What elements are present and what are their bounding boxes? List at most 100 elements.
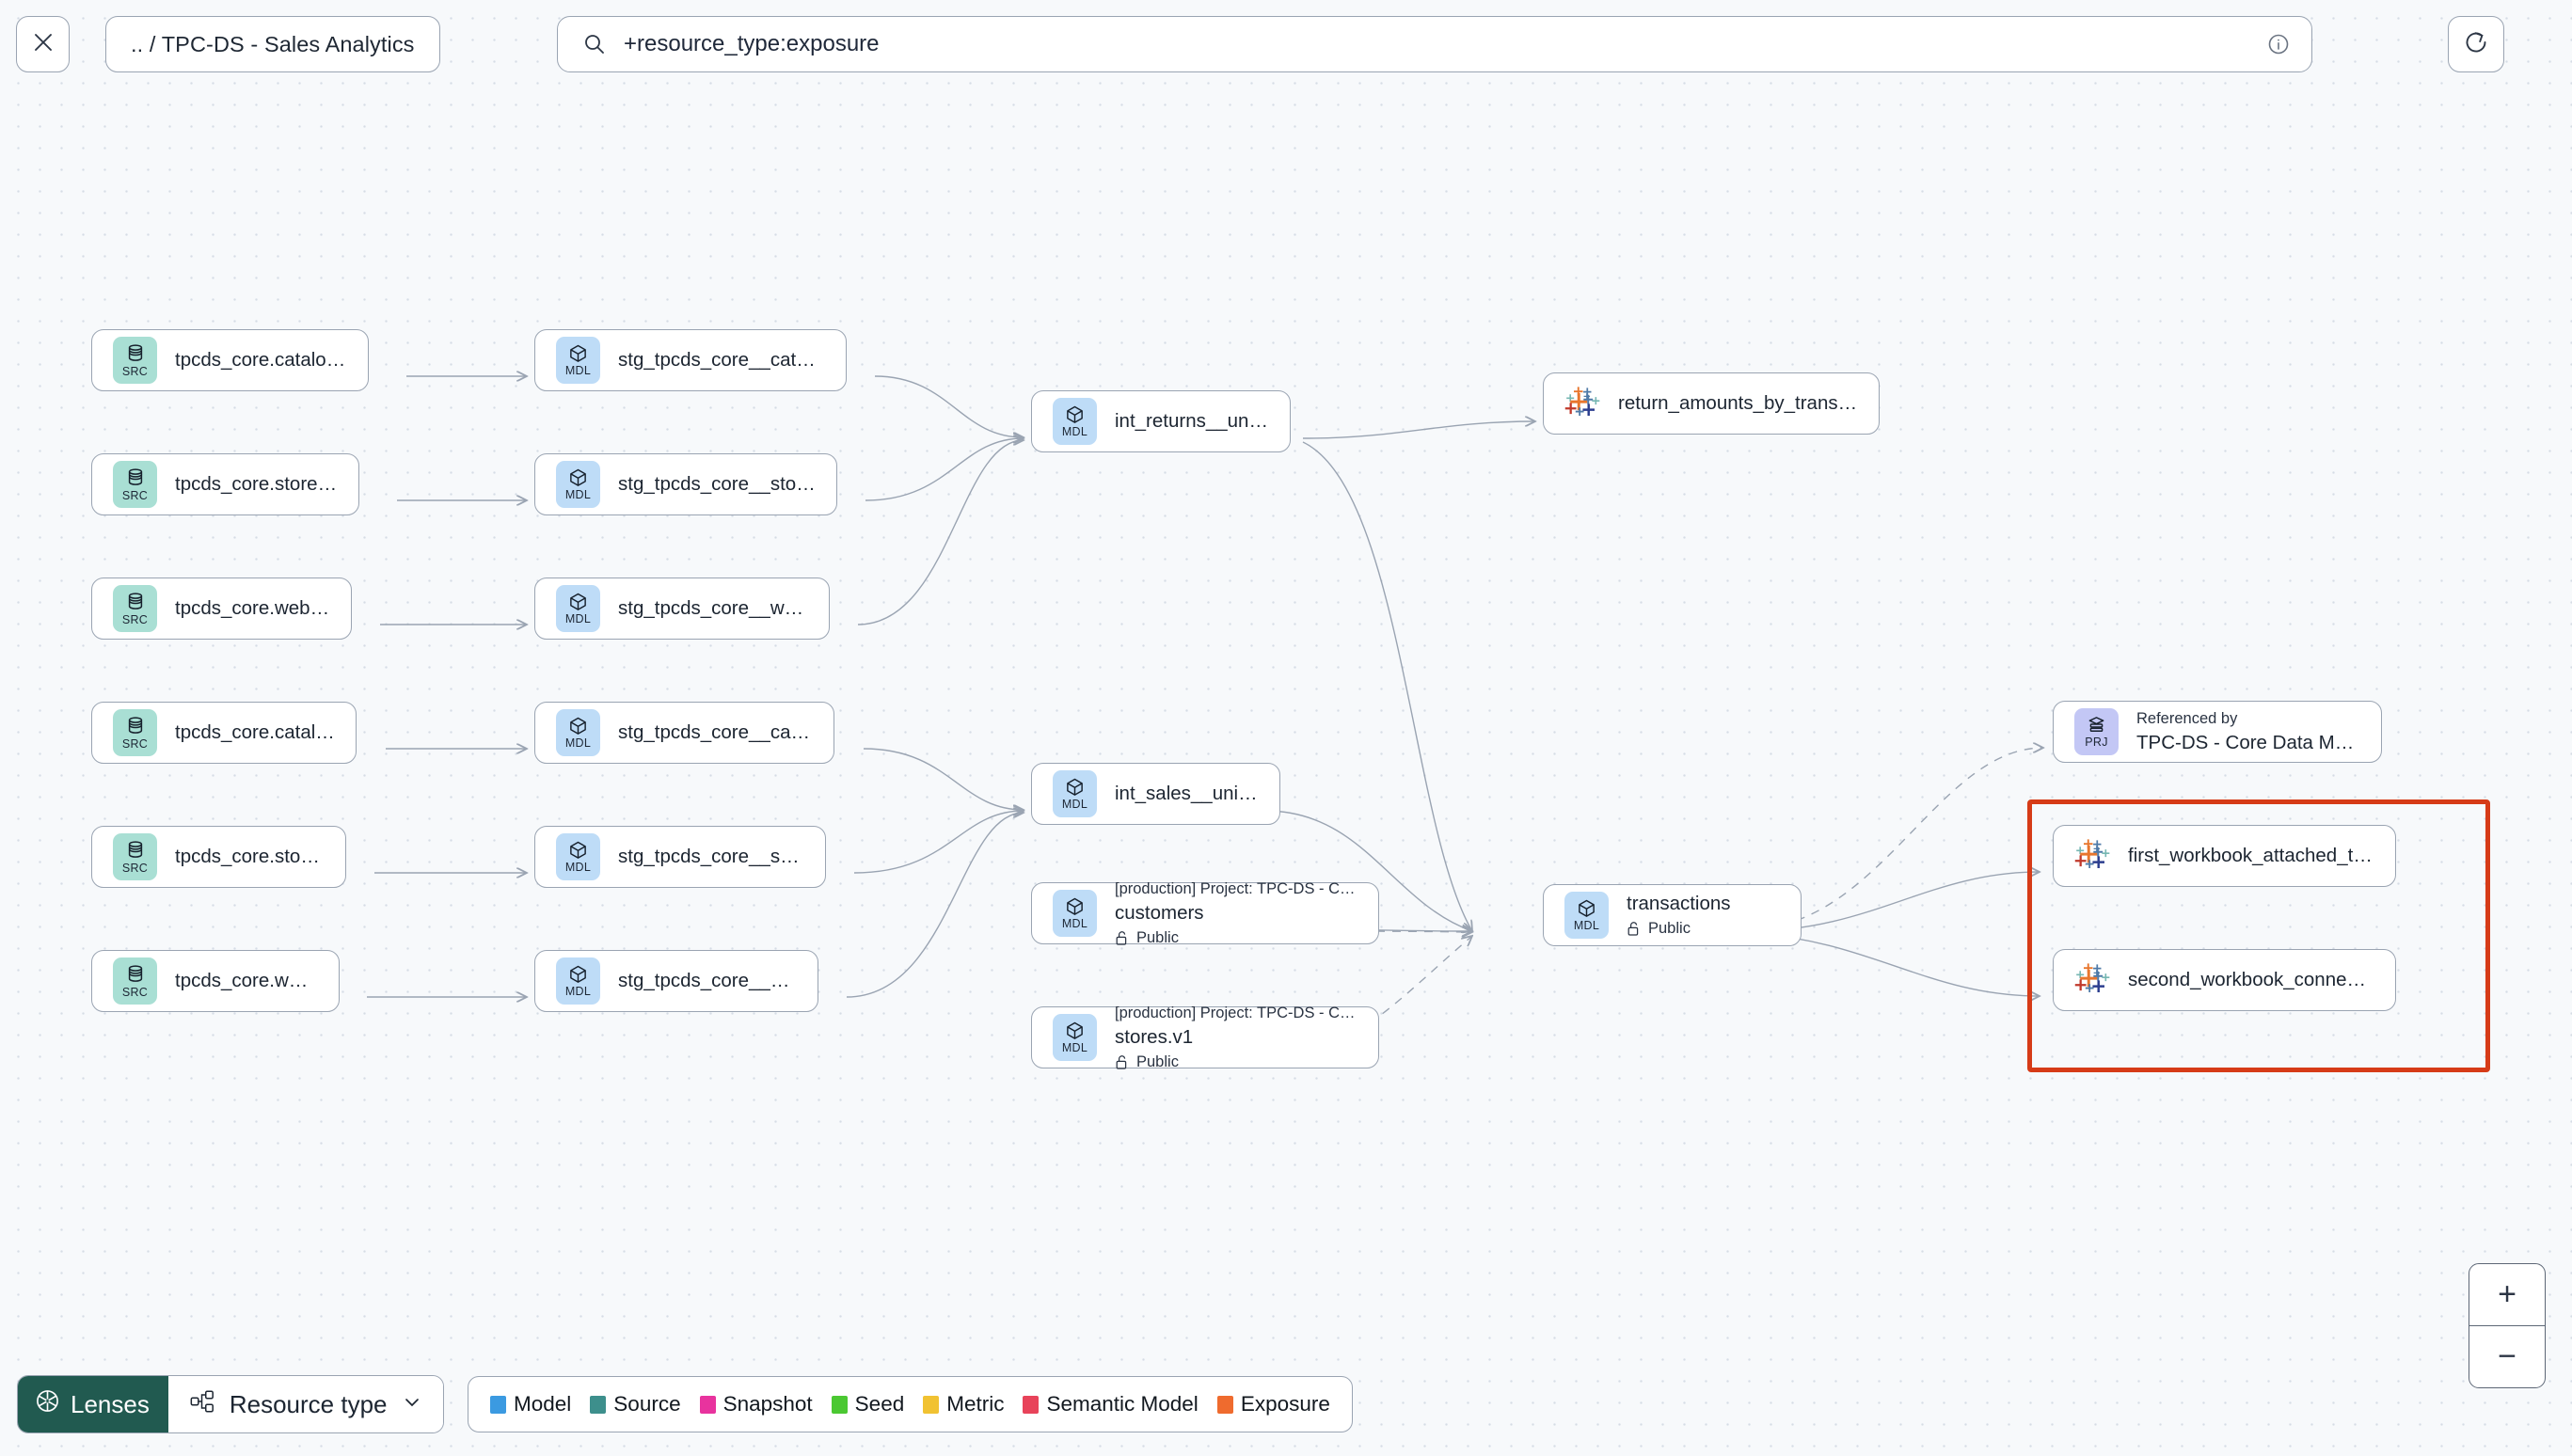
- close-icon: [31, 30, 56, 59]
- database-icon: [125, 716, 146, 736]
- cube-icon: [568, 840, 588, 860]
- node-title: first_workbook_attached_to_tpc-ds_-_…: [2128, 845, 2374, 866]
- lineage-node-first_workbook[interactable]: first_workbook_attached_to_tpc-ds_-_…: [2053, 825, 2396, 887]
- legend-swatch-icon: [923, 1395, 940, 1414]
- legend-label: Exposure: [1240, 1392, 1330, 1416]
- lineage-node-return_amounts[interactable]: return_amounts_by_transaction_type: [1543, 372, 1880, 435]
- zoom-out-button[interactable]: −: [2498, 1338, 2516, 1375]
- lenses-button[interactable]: Lenses: [18, 1376, 168, 1432]
- info-circle-icon[interactable]: [2266, 32, 2291, 56]
- node-type-badge-mdl: MDL: [1053, 398, 1097, 445]
- legend-swatch-icon: [590, 1395, 607, 1414]
- node-title: return_amounts_by_transaction_type: [1618, 392, 1858, 414]
- lineage-node-src_store_sales[interactable]: SRC tpcds_core.store_sales: [91, 826, 346, 888]
- resource-type-dropdown[interactable]: Resource type: [167, 1376, 443, 1432]
- database-icon: [125, 592, 146, 612]
- lineage-node-second_workbook[interactable]: second_workbook_connected_to_live…: [2053, 949, 2396, 1011]
- node-title: tpcds_core.web_sales: [175, 970, 318, 991]
- node-title: stg_tpcds_core__web_returns: [618, 597, 808, 619]
- node-title: stg_tpcds_core__store_sales: [618, 846, 804, 867]
- nodes-icon: [189, 1388, 215, 1421]
- cube-icon: [1065, 1021, 1085, 1040]
- legend-item-exposure[interactable]: Exposure: [1216, 1392, 1330, 1416]
- node-type-code: SRC: [121, 861, 149, 875]
- close-button[interactable]: [16, 16, 70, 72]
- database-icon: [125, 840, 146, 861]
- node-visibility-label: Public: [1648, 920, 1691, 937]
- lineage-node-stg_web_sales[interactable]: MDL stg_tpcds_core__web_sales: [534, 950, 818, 1012]
- node-type-badge-src: SRC: [113, 461, 157, 508]
- node-type-code: MDL: [564, 364, 592, 377]
- node-type-badge-mdl: MDL: [556, 337, 600, 384]
- legend-swatch-icon: [699, 1395, 716, 1414]
- node-title: stg_tpcds_core__web_sales: [618, 970, 797, 991]
- node-body: int_sales__unioned: [1115, 783, 1259, 805]
- node-title: tpcds_core.catalog_sales: [175, 721, 335, 743]
- node-type-code: MDL: [564, 861, 592, 874]
- refresh-button[interactable]: [2448, 16, 2504, 72]
- unlock-icon: [1115, 1054, 1130, 1070]
- node-body: second_workbook_connected_to_live…: [2128, 969, 2374, 991]
- node-body: tpcds_core.catalog_sales: [175, 721, 335, 744]
- aperture-icon: [35, 1388, 60, 1420]
- lineage-node-src_web_sales[interactable]: SRC tpcds_core.web_sales: [91, 950, 340, 1012]
- lineage-node-stores_v1[interactable]: MDL [production] Project: TPC-DS - Core D…: [1031, 1004, 1379, 1070]
- node-eyebrow: [production] Project: TPC-DS - Core Data…: [1115, 1004, 1357, 1021]
- node-title: second_workbook_connected_to_live…: [2128, 969, 2374, 990]
- lineage-node-stg_store_sales[interactable]: MDL stg_tpcds_core__store_sales: [534, 826, 826, 888]
- node-visibility-badge: Public: [1627, 920, 1780, 938]
- breadcrumb-label: .. / TPC-DS - Sales Analytics: [131, 31, 415, 56]
- bottom-toolbar: Lenses Resource type: [0, 1353, 2572, 1456]
- breadcrumb[interactable]: .. / TPC-DS - Sales Analytics: [105, 16, 440, 72]
- lineage-node-int_returns_unioned[interactable]: MDL int_returns__unioned: [1031, 390, 1291, 452]
- node-visibility-label: Public: [1136, 1052, 1179, 1070]
- database-icon: [125, 467, 146, 488]
- node-type-badge-mdl: MDL: [556, 957, 600, 1005]
- node-type-code: MDL: [564, 985, 592, 998]
- legend-item-seed[interactable]: Seed: [831, 1392, 904, 1416]
- node-title: TPC-DS - Core Data Models: [2136, 731, 2360, 753]
- node-title: transactions: [1627, 893, 1731, 914]
- node-body: tpcds_core.store_sales: [175, 846, 325, 868]
- legend-item-semantic-model[interactable]: Semantic Model: [1023, 1392, 1199, 1416]
- lineage-node-customers[interactable]: MDL [production] Project: TPC-DS - Core D…: [1031, 879, 1379, 946]
- node-title: tpcds_core.catalog_returns: [175, 349, 347, 371]
- node-body: stg_tpcds_core__web_sales: [618, 970, 797, 992]
- node-type-code: SRC: [121, 985, 149, 999]
- lenses-group: Lenses Resource type: [17, 1375, 444, 1433]
- node-type-badge-mdl: MDL: [556, 709, 600, 756]
- node-type-code: PRJ: [2085, 736, 2108, 749]
- cube-icon: [1065, 777, 1085, 797]
- legend-label: Semantic Model: [1046, 1392, 1199, 1416]
- node-type-badge-mdl: MDL: [1053, 1014, 1097, 1061]
- zoom-in-button[interactable]: +: [2469, 1264, 2545, 1326]
- legend-item-snapshot[interactable]: Snapshot: [699, 1392, 813, 1416]
- legend-item-metric[interactable]: Metric: [923, 1392, 1004, 1416]
- tableau-icon: [1564, 385, 1602, 422]
- search-input[interactable]: +resource_type:exposure: [557, 16, 2312, 72]
- legend-item-source[interactable]: Source: [590, 1392, 681, 1416]
- tableau-icon: [2074, 961, 2112, 999]
- legend-label: Model: [514, 1392, 572, 1416]
- node-type-code: MDL: [1061, 917, 1088, 930]
- cube-icon: [1065, 404, 1085, 424]
- node-body: tpcds_core.web_returns: [175, 597, 330, 620]
- search-value: +resource_type:exposure: [624, 31, 880, 56]
- node-body: first_workbook_attached_to_tpc-ds_-_…: [2128, 845, 2374, 867]
- node-body: int_returns__unioned: [1115, 410, 1269, 433]
- legend-item-model[interactable]: Model: [490, 1392, 571, 1416]
- node-eyebrow: [production] Project: TPC-DS - Core Data…: [1115, 879, 1357, 897]
- node-type-code: MDL: [564, 736, 592, 750]
